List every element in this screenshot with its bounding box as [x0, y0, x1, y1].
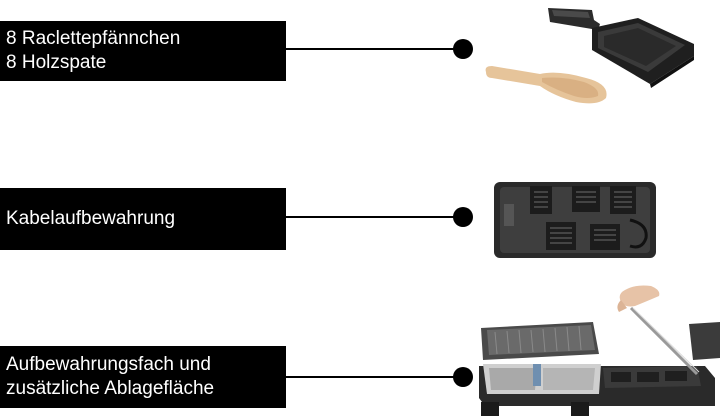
storage-compartment-icon	[479, 285, 720, 416]
feature-label-pans: 8 Raclettepfännchen 8 Holzspate	[0, 21, 286, 81]
connector-line	[286, 376, 462, 378]
connector-line	[286, 48, 462, 50]
feature-label-line: zusätzliche Ablagefläche	[6, 378, 215, 399]
feature-label-line: Kabelaufbewahrung	[6, 208, 176, 229]
feature-label-line: 8 Holzspate	[6, 52, 107, 73]
connector-dot	[453, 367, 473, 387]
raclette-pan-icon	[485, 8, 694, 104]
connector-dot	[453, 207, 473, 227]
cable-storage-icon	[494, 182, 656, 258]
connector-dot	[453, 39, 473, 59]
feature-label-line: 8 Raclettepfännchen	[6, 28, 181, 49]
feature-label-cable: Kabelaufbewahrung	[0, 188, 286, 250]
connector-line	[286, 216, 462, 218]
feature-label-storage: Aufbewahrungsfach und zusätzliche Ablage…	[0, 346, 286, 408]
feature-label-line: Aufbewahrungsfach und	[6, 354, 211, 375]
